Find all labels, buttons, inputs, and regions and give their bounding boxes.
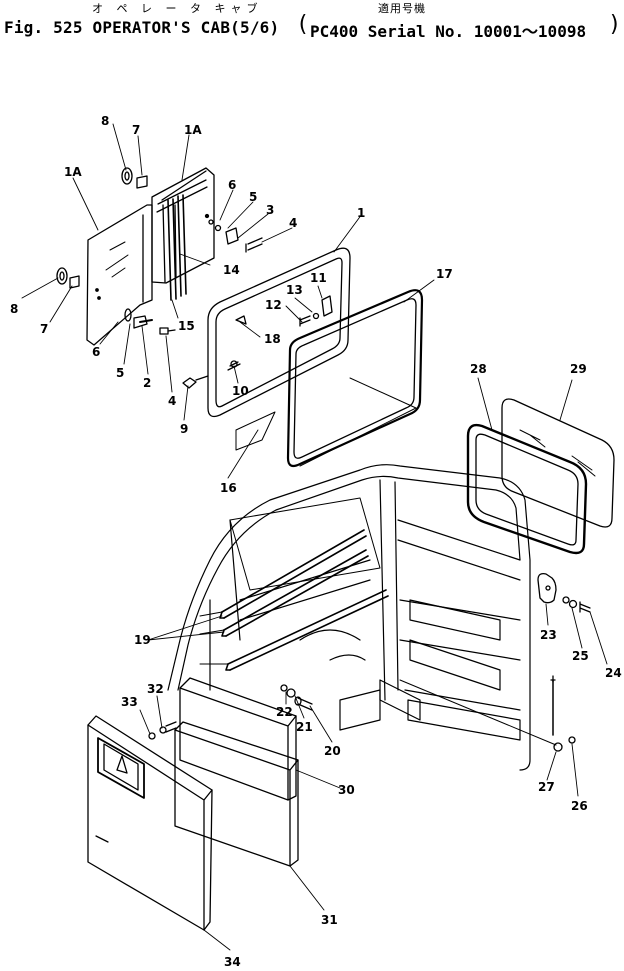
callout-27: 27 bbox=[538, 780, 555, 794]
window-fittings-left bbox=[56, 167, 263, 389]
sliding-glass-panel-rear bbox=[151, 167, 215, 284]
latch-23 bbox=[537, 572, 557, 604]
callout-30: 30 bbox=[338, 783, 355, 797]
figure-header: オ ペ レ ー タ キャブ 適用号機 Fig. 525 OPERATOR'S C… bbox=[0, 0, 624, 50]
door-panel-34 bbox=[87, 715, 213, 931]
open-paren: ( bbox=[296, 12, 310, 37]
close-paren: ) bbox=[608, 12, 622, 37]
serial-range: PC400 Serial No. 10001～10098 bbox=[310, 22, 587, 41]
glass-channel-strips bbox=[167, 194, 187, 301]
callout-12: 12 bbox=[265, 298, 282, 312]
bolt-set-20-22 bbox=[280, 684, 313, 711]
callout-10: 10 bbox=[232, 384, 249, 398]
callout-1: 1 bbox=[357, 206, 365, 220]
callout-26: 26 bbox=[571, 799, 588, 813]
callout-22: 22 bbox=[276, 705, 293, 719]
fittings-32-33 bbox=[148, 721, 177, 740]
callout-6-lower: 6 bbox=[92, 345, 100, 359]
callout-17: 17 bbox=[436, 267, 453, 281]
callout-3: 3 bbox=[266, 203, 274, 217]
callout-15: 15 bbox=[178, 319, 195, 333]
sheet-16 bbox=[235, 377, 417, 467]
callout-8-left: 8 bbox=[10, 302, 18, 316]
callout-28: 28 bbox=[470, 362, 487, 376]
callout-4-lower: 4 bbox=[168, 394, 176, 408]
panel-31 bbox=[174, 721, 299, 867]
callout-24: 24 bbox=[605, 666, 622, 680]
callout-32: 32 bbox=[147, 682, 164, 696]
window-frame bbox=[207, 247, 351, 418]
callout-29: 29 bbox=[570, 362, 587, 376]
callout-21: 21 bbox=[296, 720, 313, 734]
callout-7-left: 7 bbox=[40, 322, 48, 336]
callout-9: 9 bbox=[180, 422, 188, 436]
callout-31: 31 bbox=[321, 913, 338, 927]
callout-1A-left: 1A bbox=[64, 165, 82, 179]
callout-4-upper: 4 bbox=[289, 216, 297, 230]
callout-6-upper: 6 bbox=[228, 178, 236, 192]
callout-13: 13 bbox=[286, 283, 303, 297]
rear-window-seal-28 bbox=[466, 423, 588, 555]
callout-34: 34 bbox=[224, 955, 241, 969]
callout-2: 2 bbox=[143, 376, 151, 390]
callout-20: 20 bbox=[324, 744, 341, 758]
callout-18: 18 bbox=[264, 332, 281, 346]
callout-labels: 8 7 1A 1A 6 5 3 4 1 14 11 13 17 12 8 7 1… bbox=[10, 114, 622, 969]
callout-33: 33 bbox=[121, 695, 138, 709]
latch-rod-26-27 bbox=[399, 675, 576, 752]
rear-window-glass-29 bbox=[501, 398, 615, 528]
panel-30 bbox=[179, 677, 297, 801]
weatherstrip-17 bbox=[286, 289, 424, 468]
bolt-set-24-25 bbox=[562, 596, 591, 613]
callout-25: 25 bbox=[572, 649, 589, 663]
callout-5-lower: 5 bbox=[116, 366, 124, 380]
callout-7-upper: 7 bbox=[132, 123, 140, 137]
callout-11: 11 bbox=[310, 271, 327, 285]
sliding-glass-panel-front bbox=[86, 204, 153, 346]
leader-lines bbox=[21, 123, 608, 951]
callout-16: 16 bbox=[220, 481, 237, 495]
rods-19 bbox=[199, 529, 389, 671]
callout-8-upper: 8 bbox=[101, 114, 109, 128]
callout-14: 14 bbox=[223, 263, 240, 277]
callout-19: 19 bbox=[134, 633, 151, 647]
jp-title: オ ペ レ ー タ キャブ bbox=[92, 2, 263, 15]
jp-applicable-label: 適用号機 bbox=[378, 2, 426, 15]
callout-23: 23 bbox=[540, 628, 557, 642]
cab-body bbox=[167, 464, 531, 771]
figure-title: Fig. 525 OPERATOR'S CAB(5/6) bbox=[4, 18, 280, 37]
callout-1A-upper: 1A bbox=[184, 123, 202, 137]
callout-5-upper: 5 bbox=[249, 190, 257, 204]
